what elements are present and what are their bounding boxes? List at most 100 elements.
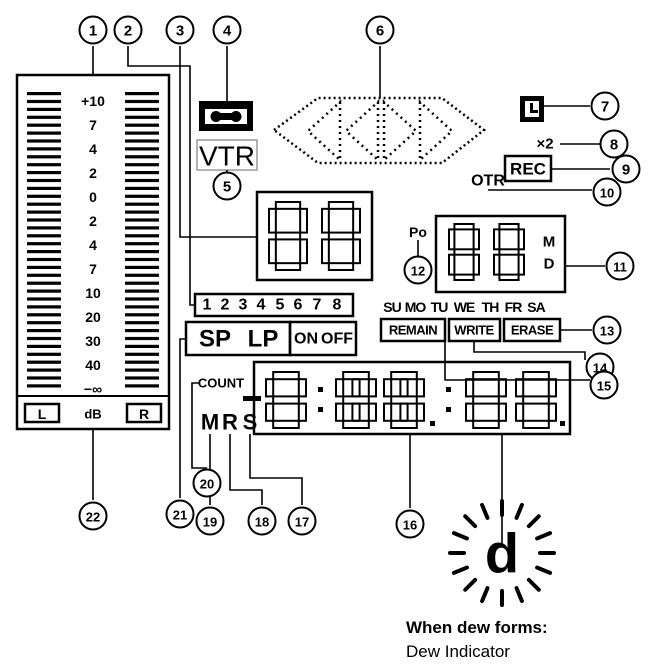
leader-17 <box>249 434 303 505</box>
callout-circle <box>165 499 195 529</box>
meter-bar-left <box>27 163 61 167</box>
meter-bars-left <box>27 92 61 388</box>
channel-digit <box>321 201 362 272</box>
meter-bar-left <box>27 376 61 380</box>
meter-bar-right <box>125 297 159 301</box>
channel-frame <box>255 190 374 282</box>
off-indicator: OFF <box>321 331 353 348</box>
program-number: 2 <box>221 297 230 314</box>
meter-bar-right <box>125 368 159 372</box>
date-digit <box>448 223 481 282</box>
callout-number: 2 <box>124 23 132 40</box>
meter-scale-label: −∞ <box>84 381 102 397</box>
meter-bar-right <box>125 202 159 206</box>
callout-number: 6 <box>376 23 384 40</box>
leader-lines <box>92 46 610 545</box>
meter-bar-left <box>27 313 61 317</box>
weekday-label: TU <box>431 299 449 315</box>
meter-bar-left <box>27 131 61 135</box>
callout-circle <box>247 506 277 536</box>
tape-speed-row: SP LP ON OFF <box>184 320 358 357</box>
meter-bar-left <box>27 329 61 333</box>
meter-bar-right <box>125 155 159 159</box>
dew-ray <box>480 502 490 520</box>
meter-bar-left <box>27 384 61 388</box>
callout-number: 21 <box>173 508 187 523</box>
meter-bar-left <box>27 147 61 151</box>
leader-15 <box>444 330 590 381</box>
callout-circle <box>192 468 222 498</box>
colon-dot <box>446 407 451 412</box>
callout-number: 10 <box>600 186 614 201</box>
meter-bar-left <box>27 139 61 143</box>
meter-bar-left <box>27 171 61 175</box>
meter-bar-right <box>125 273 159 277</box>
minus-sign <box>243 396 261 401</box>
meter-bar-right <box>125 218 159 222</box>
program-number: 8 <box>333 297 342 314</box>
meter-bar-left <box>27 226 61 230</box>
weekday-label: SA <box>527 299 545 315</box>
tape-direction-indicator <box>271 96 487 165</box>
program-number: 7 <box>313 297 322 314</box>
dew-rays <box>448 499 556 607</box>
date-display: M D Po <box>409 214 567 294</box>
meter-bar-left <box>27 336 61 341</box>
callout-circle <box>78 15 108 45</box>
callout-number: 18 <box>255 515 269 530</box>
meter-bar-left <box>27 368 61 372</box>
meter-bar-right <box>125 123 159 127</box>
dew-ray <box>451 531 469 541</box>
meter-bar-right <box>125 99 159 104</box>
callout-circle <box>592 315 622 345</box>
callout-number: 3 <box>176 23 184 40</box>
meter-bars-right <box>125 92 159 388</box>
meter-bar-right <box>125 352 159 356</box>
weekday-row: SU MO TU WE TH FR SA <box>383 299 546 315</box>
meter-bar-right <box>125 257 159 262</box>
dew-glyph: d <box>485 522 519 585</box>
meter-bar-left <box>27 194 61 198</box>
meter-bar-left <box>27 305 61 309</box>
dew-ray <box>514 502 524 520</box>
memory-indicator: M <box>201 410 219 435</box>
meter-bar-left <box>27 178 61 183</box>
meter-bar-left <box>27 234 61 238</box>
otr-indicator: OTR <box>471 173 505 190</box>
timer-indicator <box>520 96 544 122</box>
decimal-dot <box>430 421 435 426</box>
right-channel-label: R <box>139 406 149 422</box>
callout-number: 22 <box>86 510 100 525</box>
meter-bar-left <box>27 250 61 254</box>
forward-arrow-left <box>382 99 418 163</box>
callout-number: 20 <box>200 477 214 492</box>
meter-bar-right <box>125 92 159 96</box>
counter-digit <box>265 371 307 429</box>
decimal-dot <box>560 421 565 426</box>
program-number-row: 1 2 3 4 5 6 7 8 <box>193 292 355 318</box>
left-channel-box <box>23 402 61 424</box>
db-unit-label: dB <box>84 407 101 422</box>
vtr-label: VTR <box>199 141 255 172</box>
meter-bar-right <box>125 329 159 333</box>
dew-subcaption: Dew Indicator <box>406 642 510 661</box>
meter-bar-right <box>125 178 159 183</box>
meter-bar-right <box>125 163 159 167</box>
dew-ray <box>514 586 524 604</box>
callout-number: 15 <box>597 379 611 394</box>
dew-ray <box>463 577 478 592</box>
callout-number: 5 <box>223 179 231 196</box>
callout-number: 8 <box>610 137 618 154</box>
date-digit <box>493 223 525 282</box>
callout-circle <box>165 15 195 45</box>
meter-bar-left <box>27 210 61 214</box>
day-indicator: D <box>544 256 555 273</box>
dew-caption: When dew forms: <box>406 618 548 637</box>
meter-bar-right <box>125 131 159 135</box>
left-channel-label: L <box>38 406 47 422</box>
weekday-label: MO <box>405 299 427 315</box>
program-number: 1 <box>203 297 212 314</box>
callout-circle <box>403 255 433 285</box>
counter-frame <box>252 360 572 436</box>
meter-bar-right <box>125 376 159 380</box>
